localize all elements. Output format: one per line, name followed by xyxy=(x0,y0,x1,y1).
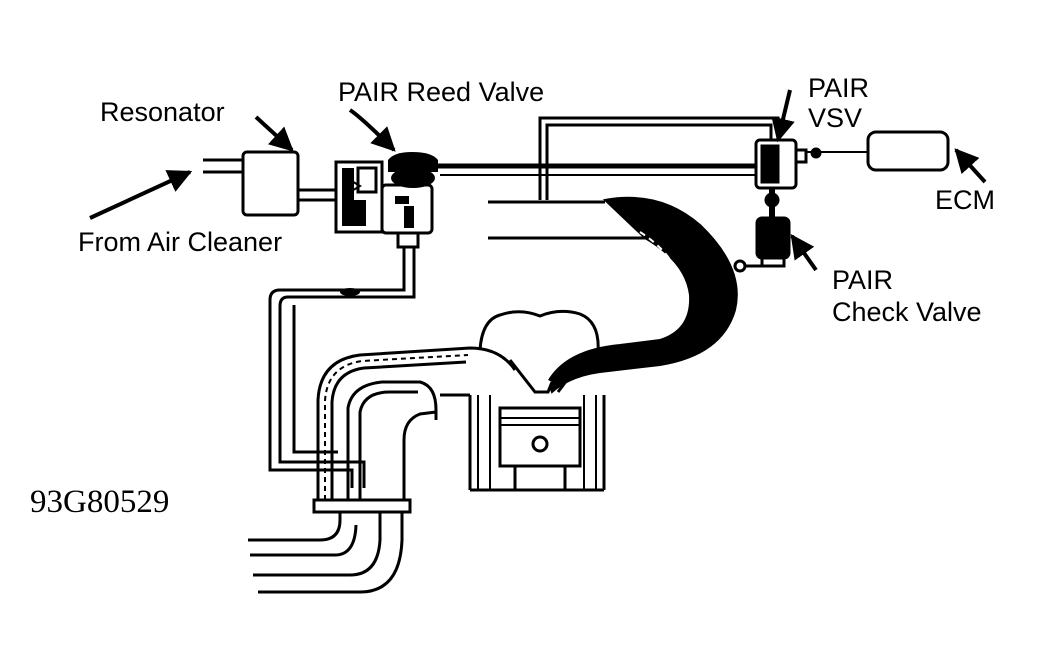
intake-runner xyxy=(316,346,517,500)
piston xyxy=(498,406,582,490)
pair-check-valve-label-line2: Check Valve xyxy=(832,297,982,327)
hose-clamp xyxy=(340,288,360,296)
callout-arrows xyxy=(89,89,987,272)
ecm-box xyxy=(866,130,950,172)
lower-intake-pipe xyxy=(248,512,404,594)
intake-manifold xyxy=(488,200,648,240)
pair-reed-valve xyxy=(334,152,438,249)
valves xyxy=(508,359,584,394)
pair-vsv-label-line1: PAIR xyxy=(808,73,870,103)
intake-runner-dashes xyxy=(324,354,469,500)
figure-id: 93G80529 xyxy=(30,484,170,520)
cylinder-head xyxy=(468,309,606,492)
pair-reed-valve-label: PAIR Reed Valve xyxy=(338,77,545,107)
resonator-box xyxy=(241,150,300,217)
exhaust-inner-dash xyxy=(614,231,686,343)
pair-check-valve xyxy=(733,188,791,273)
from-air-cleaner-label: From Air Cleaner xyxy=(78,227,283,257)
pair-vsv-label-line2: VSV xyxy=(808,103,863,133)
pair-check-valve-label-line1: PAIR xyxy=(832,265,894,295)
vacuum-loop-line xyxy=(538,116,780,200)
resonator-label: Resonator xyxy=(100,97,225,127)
exhaust-manifold xyxy=(546,196,738,394)
air-cleaner-duct xyxy=(203,158,243,174)
pair-vsv xyxy=(754,138,822,190)
ecm-label: ECM xyxy=(935,185,995,215)
resonator-hose xyxy=(298,188,336,202)
reed-to-runner-hose xyxy=(268,247,416,488)
runner-flange xyxy=(312,498,412,514)
cylinder-wall-hatch xyxy=(477,395,597,490)
